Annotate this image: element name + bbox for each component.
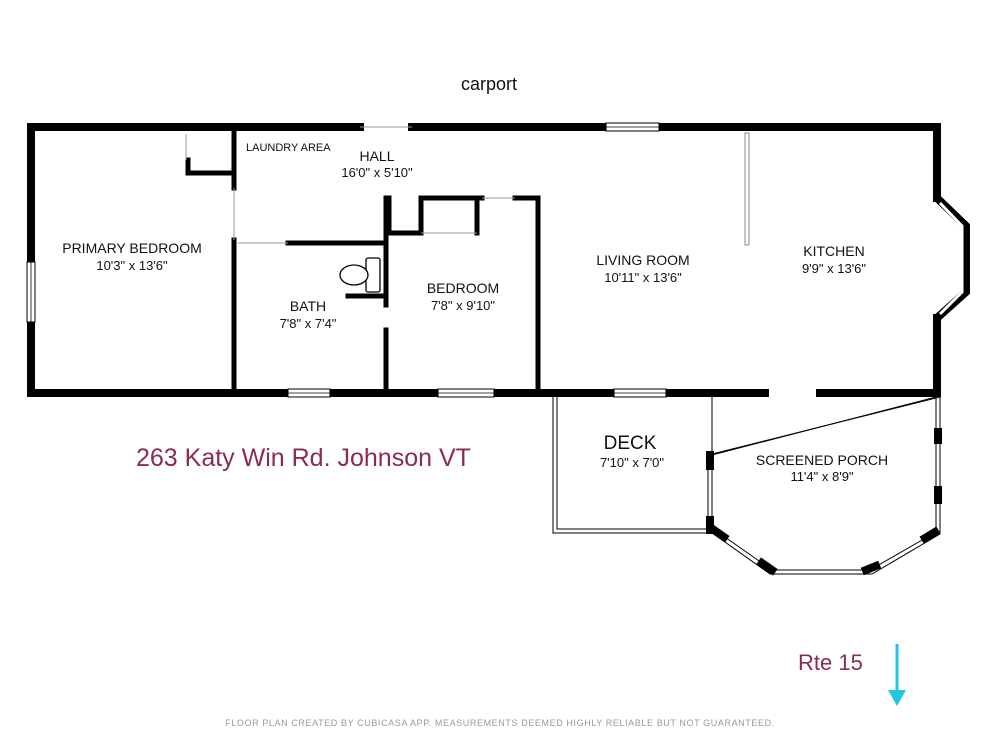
screened-porch-name: SCREENED PORCH bbox=[756, 452, 888, 468]
bedroom-dims: 7'8" x 9'10" bbox=[431, 298, 495, 313]
down-arrow-icon bbox=[888, 644, 906, 706]
screened-porch-walls bbox=[707, 396, 941, 575]
bedroom-name: BEDROOM bbox=[427, 280, 499, 296]
deck-name: DECK bbox=[604, 433, 657, 454]
bath-dims: 7'8" x 7'4" bbox=[280, 316, 337, 331]
hall-dims: 16'0" x 5'10" bbox=[341, 165, 413, 180]
bath-name: BATH bbox=[290, 298, 326, 314]
property-address: 263 Katy Win Rd. Johnson VT bbox=[136, 444, 471, 472]
kitchen-dims: 9'9" x 13'6" bbox=[802, 261, 866, 276]
living-room-dims: 10'11" x 13'6" bbox=[604, 270, 682, 285]
road-label: Rte 15 bbox=[798, 650, 863, 675]
toilet-icon bbox=[339, 257, 381, 293]
screened-porch-dims: 11'4" x 8'9" bbox=[790, 469, 853, 484]
laundry-area-label: LAUNDRY AREA bbox=[246, 142, 331, 154]
footer-disclaimer: FLOOR PLAN CREATED BY CUBICASA APP. MEAS… bbox=[225, 718, 775, 728]
kitchen-name: KITCHEN bbox=[803, 243, 864, 259]
kitchen-counter bbox=[744, 132, 750, 246]
primary-bedroom-name: PRIMARY BEDROOM bbox=[62, 240, 202, 256]
living-room-name: LIVING ROOM bbox=[596, 252, 689, 268]
deck-outline bbox=[552, 397, 710, 534]
interior-walls bbox=[185, 128, 541, 392]
carport-label: carport bbox=[461, 74, 517, 94]
kitchen-bay-window bbox=[934, 195, 970, 321]
primary-bedroom-dims: 10'3" x 13'6" bbox=[96, 258, 168, 273]
exterior-walls bbox=[27, 123, 941, 397]
hall-name: HALL bbox=[359, 148, 394, 164]
deck-dims: 7'10" x 7'0" bbox=[600, 455, 664, 470]
